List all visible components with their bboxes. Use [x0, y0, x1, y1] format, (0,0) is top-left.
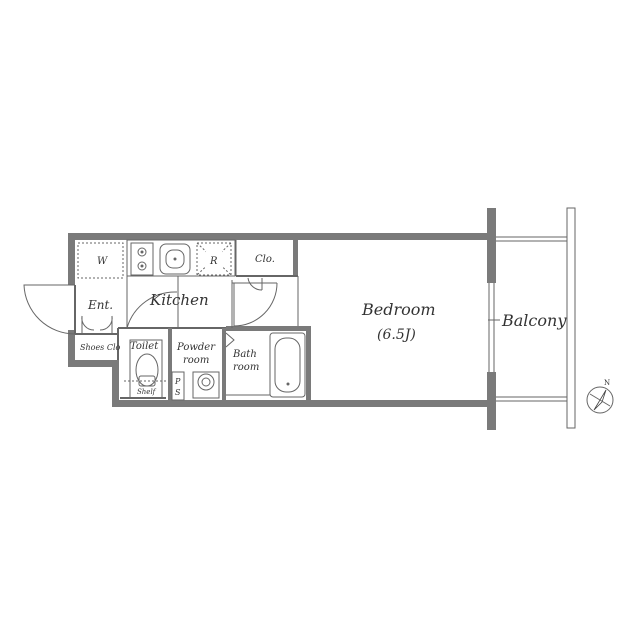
- refrigerator-space: R: [196, 242, 232, 276]
- washer-label: W: [97, 256, 108, 267]
- entrance-door: [23, 284, 76, 335]
- balcony-label: Balcony: [501, 311, 567, 330]
- compass-icon: N: [586, 379, 614, 414]
- shoes-closet-label: Shoes Clo: [80, 343, 121, 352]
- bath-room-label-line2: room: [233, 362, 259, 373]
- refrigerator-label: R: [209, 256, 218, 267]
- powder-room-label-line2: room: [183, 355, 209, 366]
- bathtub-icon: [225, 332, 306, 398]
- bedroom-label: Bedroom: [361, 300, 436, 319]
- bathroom-door: [232, 282, 278, 327]
- washer-space: W: [77, 242, 124, 279]
- pipe-space-s-label: S: [175, 388, 181, 397]
- bath-room-label-line1: Bath: [232, 349, 257, 360]
- powder-room-fixture: [171, 371, 220, 401]
- shoes-closet-doors: [81, 315, 113, 334]
- interior-walls: [75, 239, 311, 406]
- balcony: [488, 207, 576, 429]
- closet-label: Clo.: [255, 254, 275, 265]
- closet: Clo.: [247, 254, 275, 291]
- entrance-label: Ent.: [87, 298, 113, 312]
- kitchen-door: [126, 291, 178, 329]
- outer-walls: [68, 208, 496, 430]
- sink-icon: [159, 243, 191, 275]
- kitchen-label: Kitchen: [149, 291, 209, 309]
- toilet-label: Toilet: [130, 341, 159, 352]
- compass-north-label: N: [604, 379, 610, 387]
- pipe-space-p-label: P: [174, 377, 181, 386]
- toilet-fixture: [120, 339, 166, 399]
- bedroom-size-label: (6.5J): [377, 327, 416, 343]
- stove-icon: [130, 242, 154, 276]
- powder-room-label-line1: Powder: [176, 342, 216, 353]
- shelf-label: Shelf: [137, 388, 157, 396]
